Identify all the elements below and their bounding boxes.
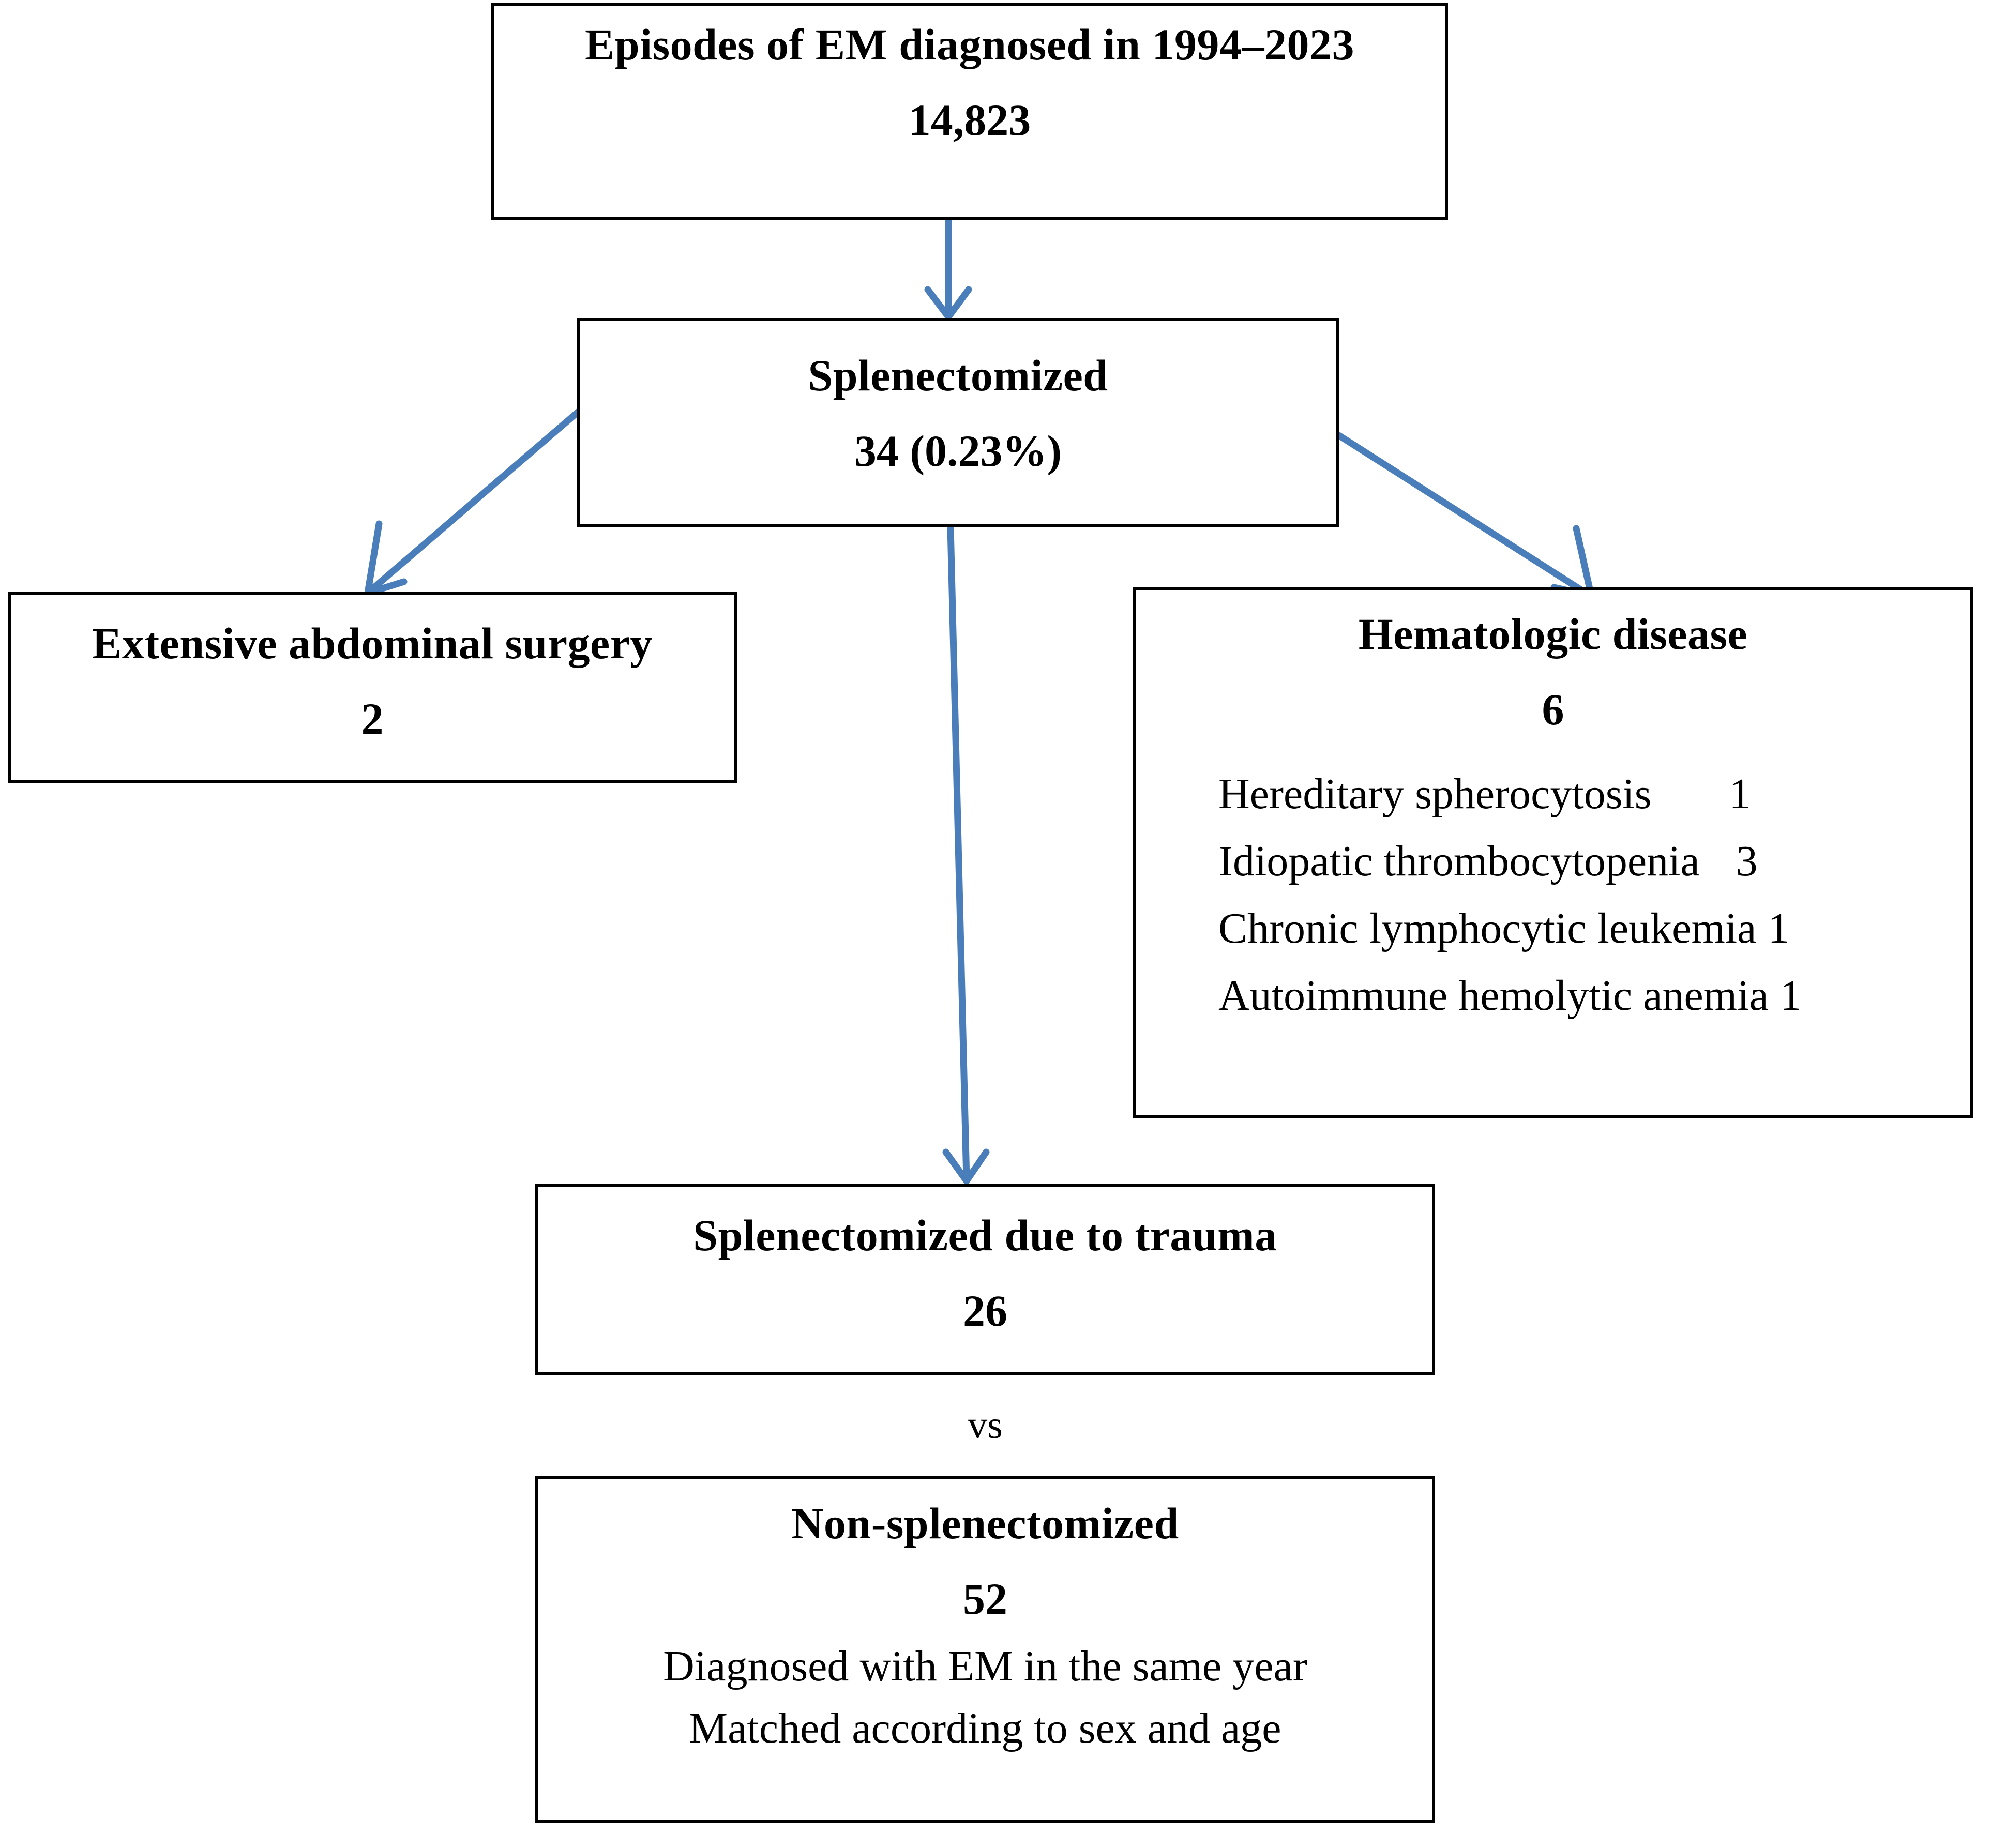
node-nonsplenectomized-note-2: Matched according to sex and age bbox=[689, 1704, 1281, 1752]
hematologic-item-label: Idiopatic thrombocytopenia bbox=[1218, 837, 1700, 885]
arrow-splenectomized-to-abdominal bbox=[363, 407, 583, 598]
node-nonsplenectomized-count: 52 bbox=[963, 1574, 1007, 1624]
list-item: Chronic lymphocytic leukemia 1 bbox=[1218, 895, 1891, 962]
node-nonsplenectomized-title: Non-splenectomized bbox=[791, 1498, 1179, 1548]
node-episodes-title: Episodes of EM diagnosed in 1994–2023 bbox=[585, 20, 1354, 69]
list-item: Hereditary spherocytosis 1 bbox=[1218, 761, 1891, 828]
arrow-splenectomized-to-trauma bbox=[942, 527, 990, 1187]
node-hematologic-count: 6 bbox=[1542, 685, 1564, 734]
node-splenectomized-title: Splenectomized bbox=[808, 351, 1108, 400]
node-episodes-of-em: Episodes of EM diagnosed in 1994–2023 14… bbox=[491, 3, 1448, 220]
node-splenectomized-due-to-trauma: Splenectomized due to trauma 26 bbox=[535, 1184, 1435, 1375]
list-item: Idiopatic thrombocytopenia 3 bbox=[1218, 828, 1891, 895]
node-hematologic-disease: Hematologic disease 6 Hereditary spheroc… bbox=[1133, 587, 1973, 1118]
arrow-episodes-to-splenectomized bbox=[924, 220, 972, 323]
node-episodes-count: 14,823 bbox=[908, 95, 1031, 145]
hematologic-item-label: Chronic lymphocytic leukemia bbox=[1218, 904, 1757, 952]
arrow-splenectomized-to-hematologic bbox=[1303, 411, 1596, 600]
hematologic-item-count: 3 bbox=[1736, 837, 1758, 885]
hematologic-item-count: 1 bbox=[1779, 972, 1802, 1020]
hematologic-item-label: Hereditary spherocytosis bbox=[1218, 770, 1652, 818]
node-splenectomized-count: 34 (0.23%) bbox=[854, 426, 1062, 476]
node-hematologic-title: Hematologic disease bbox=[1358, 609, 1748, 659]
node-abdominal-count: 2 bbox=[361, 694, 384, 744]
node-nonsplenectomized-note-1: Diagnosed with EM in the same year bbox=[663, 1642, 1307, 1690]
node-abdominal-title: Extensive abdominal surgery bbox=[92, 618, 653, 668]
hematologic-item-count: 1 bbox=[1729, 770, 1751, 818]
comparison-vs-label: vs bbox=[968, 1403, 1003, 1447]
hematologic-item-label: Autoimmune hemolytic anemia bbox=[1218, 972, 1769, 1020]
hematologic-item-count: 1 bbox=[1768, 904, 1790, 952]
hematologic-disease-list: Hereditary spherocytosis 1 Idiopatic thr… bbox=[1218, 761, 1891, 1029]
node-splenectomized: Splenectomized 34 (0.23%) bbox=[577, 318, 1339, 527]
node-trauma-count: 26 bbox=[963, 1286, 1007, 1336]
list-item: Autoimmune hemolytic anemia 1 bbox=[1218, 962, 1891, 1029]
node-non-splenectomized: Non-splenectomized 52 Diagnosed with EM … bbox=[535, 1476, 1435, 1823]
node-trauma-title: Splenectomized due to trauma bbox=[693, 1210, 1277, 1260]
node-extensive-abdominal-surgery: Extensive abdominal surgery 2 bbox=[8, 592, 737, 783]
